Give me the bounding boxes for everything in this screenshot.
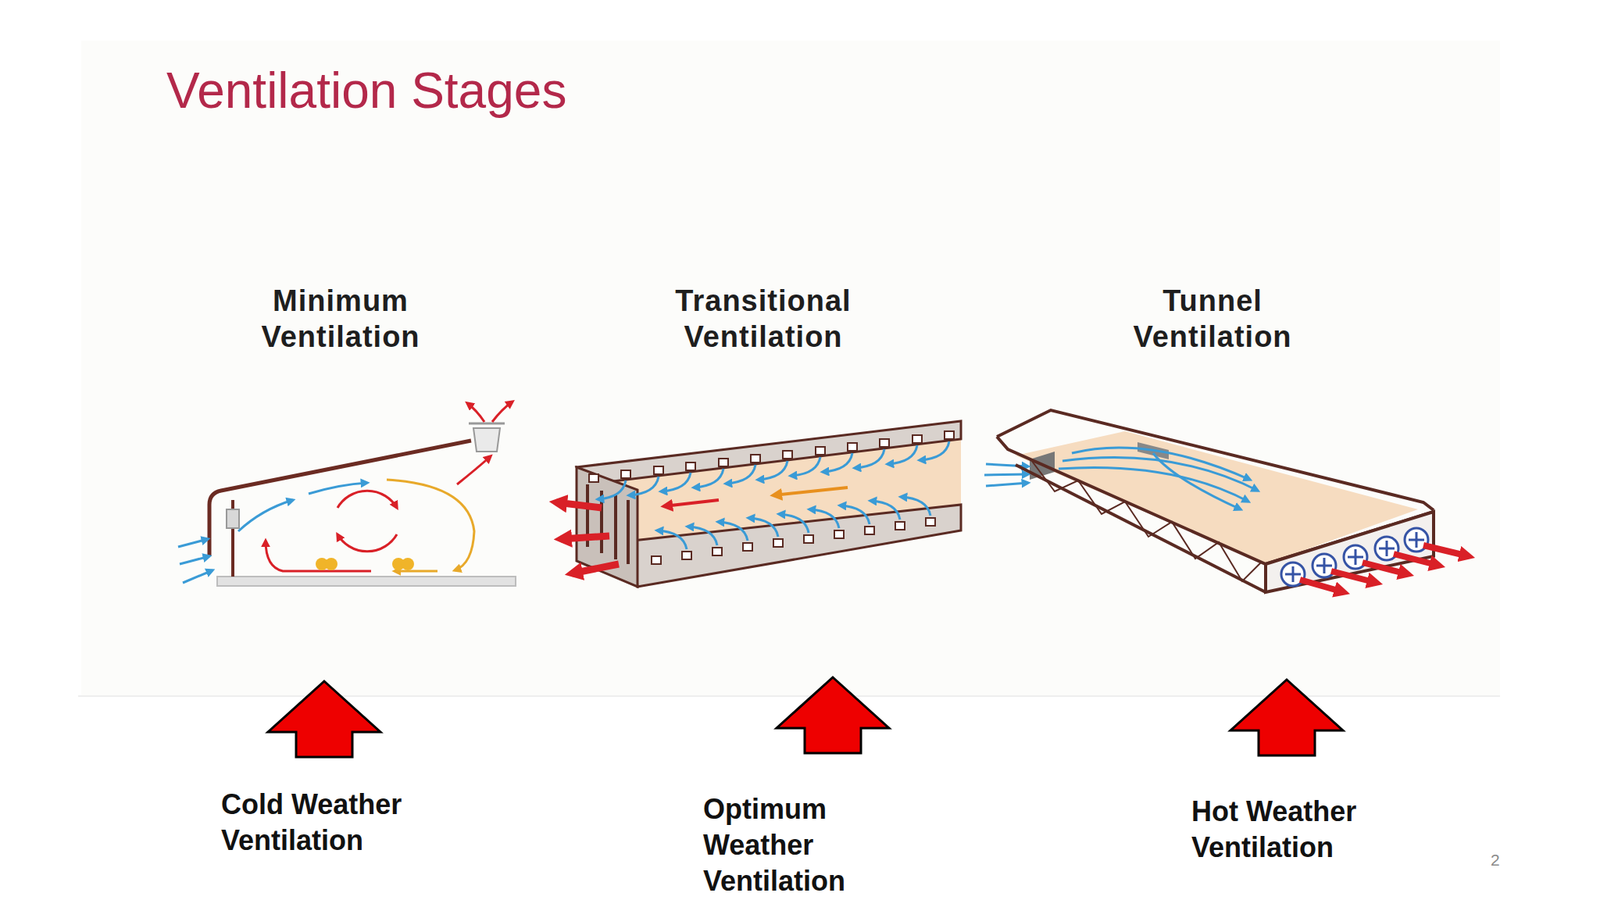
floor [217, 576, 516, 586]
tunnel-ventilation-house [984, 410, 1469, 593]
minimum-ventilation-house [178, 401, 516, 586]
back-wall [576, 421, 961, 485]
inlet-arrows [178, 482, 368, 583]
chimney-fan [473, 428, 500, 452]
slide-panel [81, 40, 1500, 696]
chimney-cap [468, 422, 505, 425]
page-number: 2 [1490, 850, 1522, 871]
slide-title: Ventilation Stages [166, 59, 870, 122]
wall-base [1015, 464, 1266, 593]
front-wall [632, 504, 961, 587]
weather-caption: Optimum Weather Ventilation [703, 791, 899, 900]
airflow-arrow [664, 500, 719, 507]
up-arrow [267, 681, 381, 758]
up-arrow [1230, 679, 1343, 756]
roof-wall [209, 440, 472, 557]
circulation-arrows [265, 401, 513, 572]
pointer-arrows [267, 677, 1343, 758]
exhaust-arrows [556, 502, 619, 574]
stage-heading: Transitional Ventilation [638, 282, 889, 355]
inlet-arrows [597, 441, 950, 550]
warm-air-arrows [386, 479, 475, 572]
stage-heading: Tunnel Ventilation [1103, 282, 1322, 355]
side-vents [589, 431, 954, 565]
exhaust-arrows [1300, 545, 1469, 593]
weather-caption: Cold Weather Ventilation [221, 786, 456, 859]
fan-end-wall [1265, 511, 1434, 593]
side-curtain [1031, 460, 1262, 582]
inlet [226, 509, 240, 529]
up-arrow [776, 677, 890, 754]
chicks [315, 557, 415, 571]
weather-caption: Hot Weather Ventilation [1191, 793, 1426, 866]
roof-ridge [996, 410, 1434, 511]
end-wall-openings [587, 484, 629, 565]
transitional-ventilation-house [556, 421, 961, 587]
stage-heading: Minimum Ventilation [231, 282, 450, 355]
airflow-arrow [773, 487, 848, 496]
